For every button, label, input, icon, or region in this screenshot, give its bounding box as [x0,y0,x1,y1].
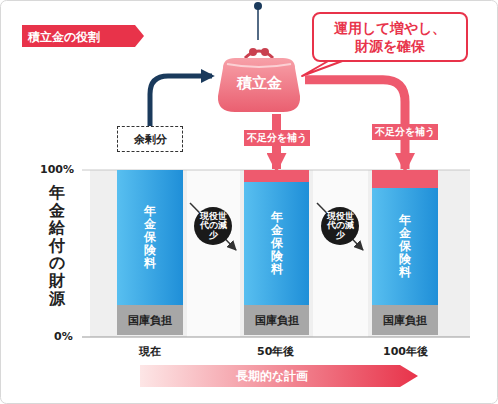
axis-tick: 0% [54,330,73,343]
purse-pin [257,7,259,40]
axis-title: 年金給付の財源 [49,184,65,307]
chart-panel [90,170,470,337]
purse-pin [254,2,262,10]
reserve-purse: 積立金 [213,38,305,114]
premium-bar: 年金保険料 [372,170,438,305]
treasury-bar: 国庫負担 [117,305,183,335]
node-text: 積立金 [213,74,305,93]
category-label: 現在 [139,344,161,359]
timeline-label: 長期的な計画 [236,368,308,385]
premium-bar: 年金保険料 [244,170,309,305]
treasury-bar: 国庫負担 [372,305,438,335]
chart-stripe [313,170,368,337]
edge-label: 不足分を補う [372,124,438,140]
trend-arrow [190,203,236,250]
node-text: 現役世代の減少 [327,212,354,240]
node-text: 国庫負担 [255,313,299,328]
node-text: 年金保険料 [144,205,156,271]
axis-line [82,337,470,338]
decline-circle: 現役世代の減少 [194,207,232,245]
treasury-bar: 国庫負担 [244,305,309,335]
surplus-box: 余剰分 [117,126,183,152]
trend-arrow [317,203,363,250]
timeline-arrow [140,365,418,387]
category-label: 50年後 [257,344,294,359]
node-text: 余剰分 [134,132,167,147]
node-text: 運用して増やし、財源を確保 [331,19,449,55]
axis-tick: 100% [40,163,74,176]
node-text: 国庫負担 [383,313,427,328]
node-text: 年金保険料 [271,211,283,277]
node-text: 現役世代の減少 [200,212,227,240]
chart-stripe [187,170,240,337]
title-banner [22,25,144,47]
node-text: 年金保険料 [399,214,411,280]
decline-circle: 現役世代の減少 [321,207,359,245]
category-label: 100年後 [383,344,428,359]
node-text: 国庫負担 [128,313,172,328]
callout-pointer [302,60,345,76]
premium-bar: 年金保険料 [117,170,183,305]
flow-arrow [150,76,212,126]
diagram-title: 積立金の役割 [28,29,100,46]
callout-bubble: 運用して増やし、財源を確保 [312,12,468,62]
edge-label: 不足分を補う [244,130,310,146]
